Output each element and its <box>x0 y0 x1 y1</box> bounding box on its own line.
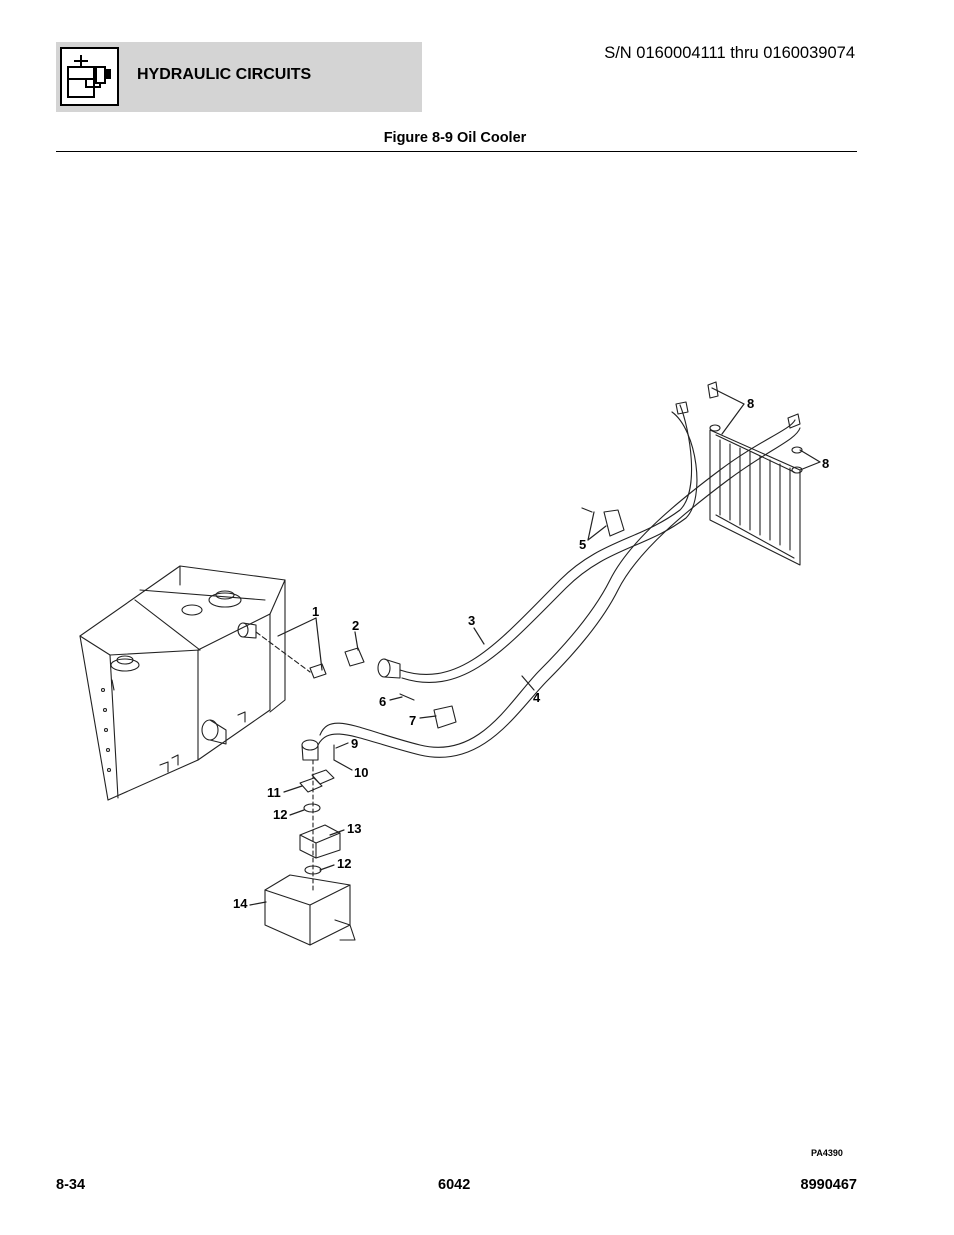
callout-6: 6 <box>379 694 387 709</box>
fitting-parts <box>255 631 401 679</box>
callout-8b: 8 <box>822 456 830 471</box>
callout-7: 7 <box>409 713 417 728</box>
hydraulic-reservoir-icon <box>60 47 119 106</box>
callout-12b: 12 <box>337 856 352 871</box>
callout-11: 11 <box>267 785 281 800</box>
callout-10: 10 <box>354 765 369 780</box>
callout-4: 4 <box>533 690 541 705</box>
callout-14: 14 <box>233 896 248 911</box>
callout-5: 5 <box>579 537 587 552</box>
section-header: HYDRAULIC CIRCUITS <box>56 42 422 112</box>
callout-8a: 8 <box>747 396 755 411</box>
leader-lines <box>249 387 821 906</box>
callout-2: 2 <box>352 618 360 633</box>
callout-3: 3 <box>468 613 476 628</box>
oil-cooler-drawing <box>675 381 803 566</box>
hose-3 <box>399 404 693 675</box>
valve-stack-drawing <box>264 739 356 946</box>
page-number: 8-34 <box>56 1177 86 1193</box>
callout-12a: 12 <box>273 807 288 822</box>
section-title: HYDRAULIC CIRCUITS <box>137 66 312 83</box>
manual-number: 8990467 <box>800 1177 857 1193</box>
figure-title: Figure 8-9 Oil Cooler <box>383 130 527 146</box>
figure-code: PA4390 <box>811 1148 843 1158</box>
serial-number-range: S/N 0160004111 thru 0160039074 <box>604 44 855 62</box>
hydraulic-tank-drawing <box>79 565 286 801</box>
callout-9: 9 <box>351 736 359 751</box>
callout-1: 1 <box>312 604 320 619</box>
header-rule <box>56 151 857 152</box>
model-number: 6042 <box>438 1177 471 1193</box>
hose-4 <box>319 419 796 748</box>
callout-13: 13 <box>347 821 362 836</box>
